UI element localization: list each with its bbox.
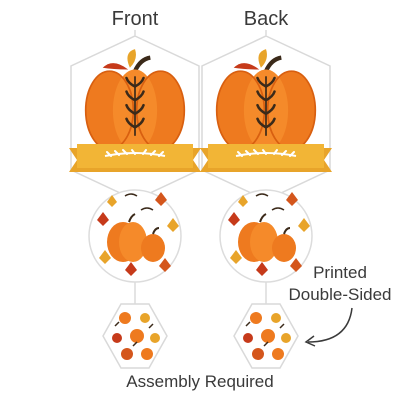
back-label: Back bbox=[243, 8, 289, 30]
front-label: Front bbox=[111, 8, 159, 30]
back-small-hexagon bbox=[233, 303, 299, 369]
pointer-arrowhead bbox=[304, 335, 316, 347]
front-circle-piece bbox=[88, 189, 182, 283]
assembly-required-label: Assembly Required bbox=[126, 372, 274, 391]
front-hexagon-topper bbox=[69, 36, 201, 200]
printed-double-sided-label: Printed Double-Sided bbox=[285, 262, 395, 306]
front-small-hexagon bbox=[102, 303, 168, 369]
back-hexagon-topper bbox=[200, 36, 332, 200]
pointer-arrow bbox=[307, 307, 353, 343]
printed-line-2: Double-Sided bbox=[288, 285, 392, 304]
printed-line-1: Printed bbox=[313, 263, 367, 282]
